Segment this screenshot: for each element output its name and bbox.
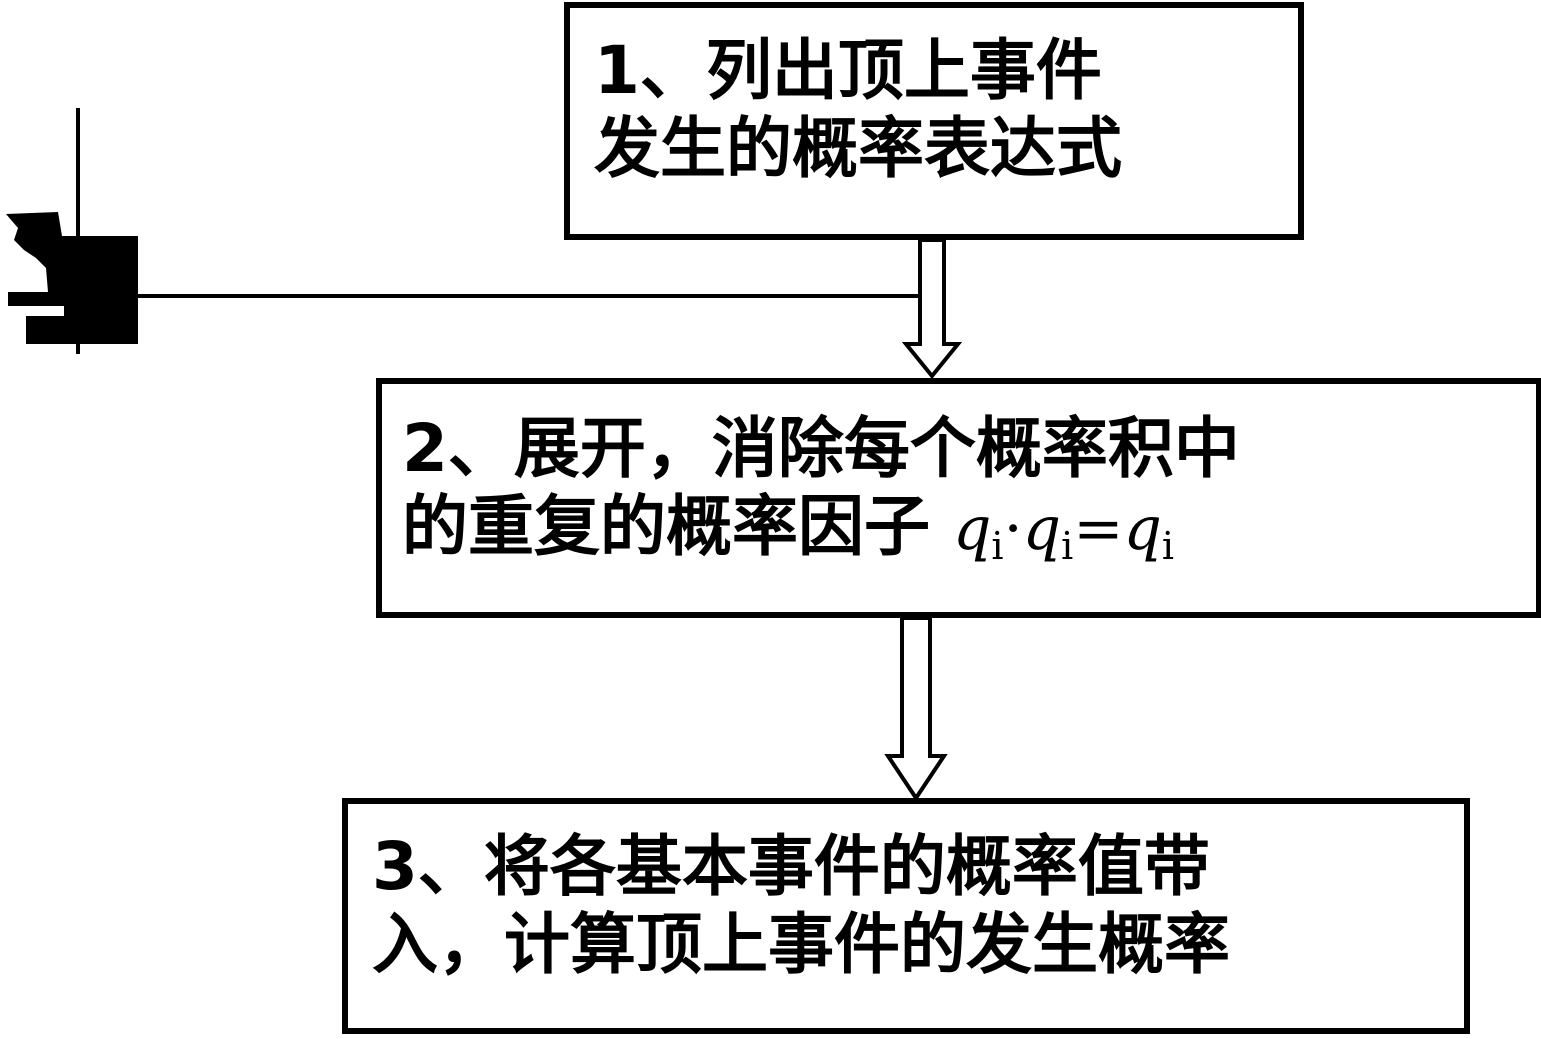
step-2-line-1: 2、展开，消除每个概率积中 [402, 410, 1240, 487]
step-3-box: 3、将各基本事件的概率值带 入，计算顶上事件的发生概率 [342, 798, 1470, 1034]
arrow-step2-to-step3 [884, 616, 948, 802]
idempotent-formula: qi·qi=qi [952, 494, 1175, 568]
step-1-line-1: 1、列出顶上事件 [594, 32, 1102, 109]
arrow-step1-to-step2 [901, 238, 963, 380]
step-1-line-2: 发生的概率表达式 [594, 110, 1122, 187]
blot-mark [6, 212, 138, 344]
step-2-line-2-text: 的重复的概率因子 [402, 488, 930, 565]
step-3-line-2: 入，计算顶上事件的发生概率 [372, 906, 1230, 983]
step-1-box: 1、列出顶上事件 发生的概率表达式 [564, 2, 1304, 240]
step-2-line-2: 的重复的概率因子 qi·qi=qi [402, 488, 1536, 585]
step-3-line-1: 3、将各基本事件的概率值带 [372, 828, 1210, 905]
step-2-box: 2、展开，消除每个概率积中 的重复的概率因子 qi·qi=qi [376, 378, 1541, 618]
